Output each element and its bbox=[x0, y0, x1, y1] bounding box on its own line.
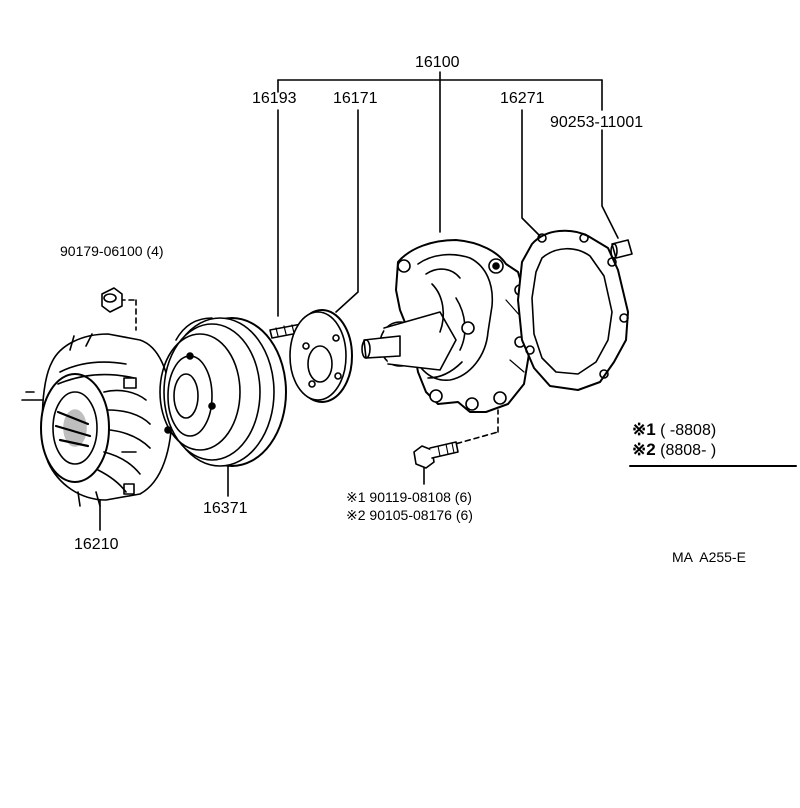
pulley-part bbox=[159, 317, 287, 467]
label-bolt-2: ※2 90105-08176 (6) bbox=[346, 507, 473, 523]
label-flange-16171: 16171 bbox=[333, 90, 378, 107]
flange-part bbox=[289, 309, 353, 403]
nut-part bbox=[101, 287, 123, 313]
bolt-part bbox=[413, 441, 459, 469]
label-stud-16193: 16193 bbox=[252, 90, 297, 107]
label-pulley-16371: 16371 bbox=[203, 500, 248, 517]
legend-range-2: (8808- ) bbox=[660, 442, 717, 459]
water-pump-part bbox=[361, 239, 531, 413]
label-gasket-16271: 16271 bbox=[500, 90, 545, 107]
label-pin-90253: 90253-11001 bbox=[550, 114, 644, 131]
legend-mark-1: ※1 bbox=[632, 420, 656, 439]
label-assembly-16100: 16100 bbox=[415, 54, 460, 71]
pin-part bbox=[610, 239, 633, 259]
label-fan-clutch-16210: 16210 bbox=[74, 536, 119, 553]
figure-code: MA A255-E bbox=[672, 549, 746, 565]
legend-row-2: ※2 (8808- ) bbox=[632, 440, 716, 461]
label-nut-90179: 90179-06100 (4) bbox=[60, 243, 164, 259]
legend-mark-2: ※2 bbox=[632, 440, 656, 459]
legend-row-1: ※1 ( -8808) bbox=[632, 420, 716, 441]
fan-clutch-part bbox=[21, 333, 173, 507]
legend-range-1: ( -8808) bbox=[660, 422, 717, 439]
gasket-part bbox=[517, 229, 629, 391]
label-bolt-1: ※1 90119-08108 (6) bbox=[346, 489, 472, 505]
